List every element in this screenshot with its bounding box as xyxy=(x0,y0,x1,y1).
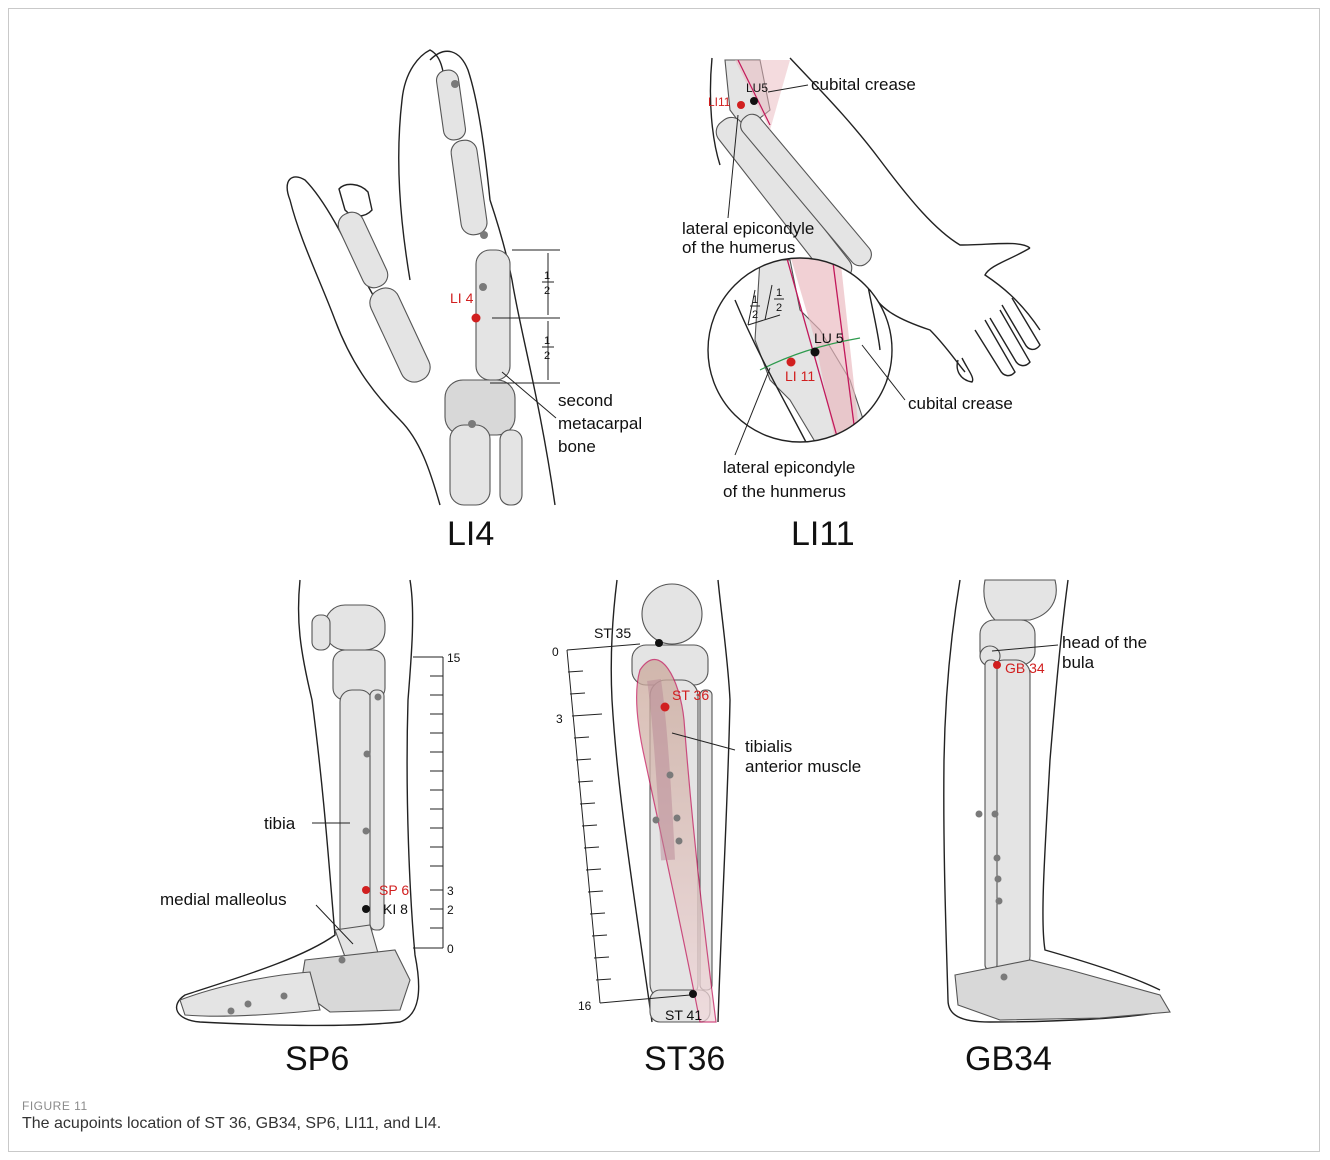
sp6-tick-0: 0 xyxy=(447,942,454,956)
li11-zoom: 1 2 1 2 LI 11 LU 5 xyxy=(700,250,900,450)
gb34-point-dot xyxy=(993,661,1001,669)
sp6-title: SP6 xyxy=(285,1040,349,1078)
muscle-label-1: tibialis xyxy=(745,737,792,756)
st36-title: ST36 xyxy=(644,1040,725,1078)
sp6-panel: 15 3 2 0 SP 6 KI 8 tibia medial malleolu… xyxy=(160,580,461,1078)
figure-label: FIGURE 11 xyxy=(22,1099,88,1113)
lu5-label-top: LU5 xyxy=(746,81,768,95)
crease-label-zoom: cubital crease xyxy=(908,394,1013,413)
frac-upper-den: 2 xyxy=(544,285,550,297)
st36-point-label: ST 36 xyxy=(672,687,709,703)
frac-upper-num: 1 xyxy=(544,270,550,282)
st36-tick-3: 3 xyxy=(556,712,563,726)
zoom-frac-a-num: 1 xyxy=(752,294,758,306)
head-label-1: head of the xyxy=(1062,633,1147,652)
ki8-label: KI 8 xyxy=(383,901,408,917)
gb34-panel: GB 34 head of the bula GB34 xyxy=(944,580,1170,1078)
sp6-tick-3: 3 xyxy=(447,884,454,898)
crease-label-top: cubital crease xyxy=(811,75,916,94)
frac-lower-num: 1 xyxy=(544,335,550,347)
li4-panel: 1 2 1 2 LI 4 second metacarpal bone LI4 xyxy=(287,50,642,553)
li11-point-label-top: LI11 xyxy=(708,95,731,109)
hand-bones xyxy=(334,69,522,505)
li4-point-dot xyxy=(472,314,481,323)
tibia-label: tibia xyxy=(264,814,296,833)
epicondyle-label-top-2: of the humerus xyxy=(682,238,795,257)
sp6-tick-2: 2 xyxy=(447,903,454,917)
gb34-point-label: GB 34 xyxy=(1005,660,1045,676)
epicondyle-label-zoom-1: lateral epicondyle xyxy=(723,458,855,477)
sp6-scale: 15 3 2 0 xyxy=(413,651,461,956)
li11-point-dot-top xyxy=(737,101,745,109)
sp6-point-dot xyxy=(362,886,370,894)
li11-point-dot-zoom xyxy=(787,358,796,367)
lu5-label-zoom: LU 5 xyxy=(814,330,844,346)
st41-label: ST 41 xyxy=(665,1007,702,1023)
lu5-point-dot-top xyxy=(750,97,758,105)
li4-bone-label-3: bone xyxy=(558,437,596,456)
st35-label: ST 35 xyxy=(594,625,631,641)
st36-point-dot xyxy=(661,703,670,712)
zoom-frac-a-den: 2 xyxy=(752,309,758,321)
sp6-bones xyxy=(180,605,410,1016)
li4-bone-label-1: second xyxy=(558,391,613,410)
zoom-frac-b-num: 1 xyxy=(776,287,782,299)
st36-panel: 0 3 16 ST 35 ST 36 ST 41 tibialis anteri… xyxy=(552,580,861,1078)
muscle-label-2: anterior muscle xyxy=(745,757,861,776)
lu5-point-dot-zoom xyxy=(811,348,820,357)
sp6-point-label: SP 6 xyxy=(379,882,409,898)
figure-caption: The acupoints location of ST 36, GB34, S… xyxy=(22,1115,441,1133)
st36-tick-16: 16 xyxy=(578,999,592,1013)
malleolus-label: medial malleolus xyxy=(160,890,287,909)
frac-lower-den: 2 xyxy=(544,350,550,362)
li4-bone-label-2: metacarpal xyxy=(558,414,642,433)
gb34-title: GB34 xyxy=(965,1040,1052,1078)
li11-title: LI11 xyxy=(791,515,855,553)
li4-point-label: LI 4 xyxy=(450,290,474,306)
ki8-point-dot xyxy=(362,905,370,913)
head-label-2: bula xyxy=(1062,653,1095,672)
sp6-tick-15: 15 xyxy=(447,651,461,665)
st36-tick-0: 0 xyxy=(552,645,559,659)
epicondyle-label-zoom-2: of the hunmerus xyxy=(723,482,846,501)
zoom-frac-b-den: 2 xyxy=(776,302,782,314)
li4-title: LI4 xyxy=(447,515,494,553)
st35-point-dot xyxy=(655,639,663,647)
li11-panel: LI11 LU5 cubital crease lateral epicondy… xyxy=(682,58,1040,553)
st41-point-dot xyxy=(689,990,697,998)
li11-point-label-zoom: LI 11 xyxy=(785,368,815,384)
epicondyle-label-top-1: lateral epicondyle xyxy=(682,219,814,238)
